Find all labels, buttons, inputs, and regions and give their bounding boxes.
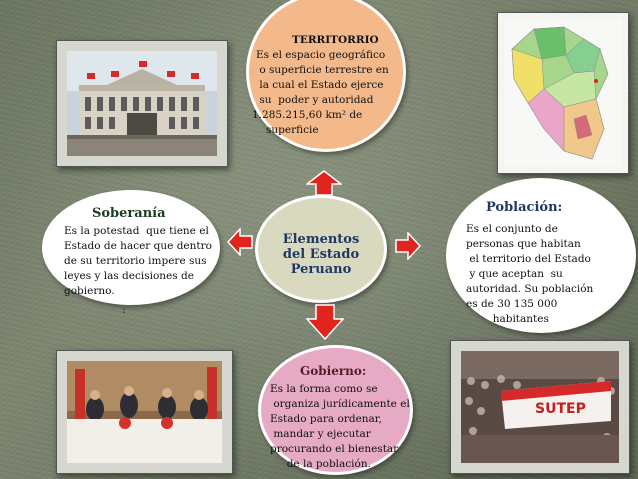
gobierno-line-3: Estado para ordenar, xyxy=(270,413,383,425)
center-circle xyxy=(255,195,387,303)
government-photo-frame xyxy=(56,350,233,474)
center-title-line-1: Elementos xyxy=(282,232,360,247)
territorio-line-1: Es el espacio geográfico xyxy=(256,49,386,61)
poblacion-line-2: personas que habitan xyxy=(466,238,581,250)
territorio-circle xyxy=(246,0,406,152)
soberania-line-1: Es la potestad que tiene el xyxy=(64,225,209,237)
gobierno-line-5: procurando el bienestar xyxy=(270,443,399,455)
territorio-line-6: superficie xyxy=(256,124,319,136)
soberania-line-5: gobierno. xyxy=(64,285,115,297)
gobierno-line-1: Es la forma como se xyxy=(270,383,378,395)
protest-banner-text: SUTEP xyxy=(535,401,586,417)
poblacion-line-4: y que aceptan su xyxy=(466,268,563,280)
territorio-title: TERRITORRIO xyxy=(292,34,379,46)
territorio-line-2: o superficie terrestre en xyxy=(256,64,389,76)
peru-map-image xyxy=(504,19,622,167)
peru-map xyxy=(504,19,622,167)
territorio-text: Es el espacio geográfico o superficie te… xyxy=(252,48,389,138)
territorio-line-4: su poder y autoridad xyxy=(256,94,374,106)
poblacion-title: Población: xyxy=(486,200,563,215)
soberania-text: Es la potestad que tiene el Estado de ha… xyxy=(64,224,214,299)
gobierno-circle xyxy=(258,345,413,475)
center-title-line-3: Peruano xyxy=(290,262,352,277)
peru-map-frame xyxy=(497,12,629,174)
gobierno-text: Es la forma como se organiza jurídicamen… xyxy=(270,382,410,472)
soberania-circle xyxy=(42,190,220,305)
territorio-line-5: 1.285.215,60 km² de xyxy=(252,109,363,121)
poblacion-text: Es el conjunto de personas que habitan e… xyxy=(466,222,626,327)
poblacion-circle xyxy=(446,178,636,333)
arrow-up-icon xyxy=(306,170,342,196)
poblacion-line-3: el territorio del Estado xyxy=(466,253,591,265)
soberania-title: Soberanía xyxy=(92,206,166,221)
territorio-line-3: la cual el Estado ejerce xyxy=(256,79,384,91)
arrow-down-icon xyxy=(306,304,344,340)
government-photo xyxy=(67,361,222,463)
gobierno-line-2: organiza jurídicamente el xyxy=(270,398,410,410)
protest-photo-frame: SUTEP xyxy=(450,340,630,474)
center-title: Elementos del Estado Peruano xyxy=(255,232,387,277)
palace-photo xyxy=(67,51,217,156)
soberania-line-4: leyes y las decisiones de xyxy=(64,270,194,282)
arrow-left-icon xyxy=(227,228,253,256)
center-title-line-2: del Estado xyxy=(282,247,360,262)
palace-image xyxy=(67,51,217,156)
protest-image: SUTEP xyxy=(461,351,619,463)
government-image xyxy=(67,361,222,463)
palace-photo-frame xyxy=(56,40,228,167)
poblacion-line-7: habitantes xyxy=(466,313,549,325)
arrow-right-icon xyxy=(395,232,421,260)
protest-photo: SUTEP xyxy=(461,351,619,463)
soberania-extra-mark: : xyxy=(122,304,126,316)
soberania-line-3: de su territorio impere sus xyxy=(64,255,207,267)
gobierno-line-6: de la población. xyxy=(270,458,371,470)
gobierno-line-4: mandar y ejecutar xyxy=(270,428,371,440)
soberania-line-2: Estado de hacer que dentro xyxy=(64,240,212,252)
gobierno-title: Gobierno: xyxy=(300,364,367,378)
poblacion-line-6: es de 30 135 000 xyxy=(466,298,558,310)
poblacion-line-5: autoridad. Su población xyxy=(466,283,594,295)
poblacion-line-1: Es el conjunto de xyxy=(466,223,558,235)
